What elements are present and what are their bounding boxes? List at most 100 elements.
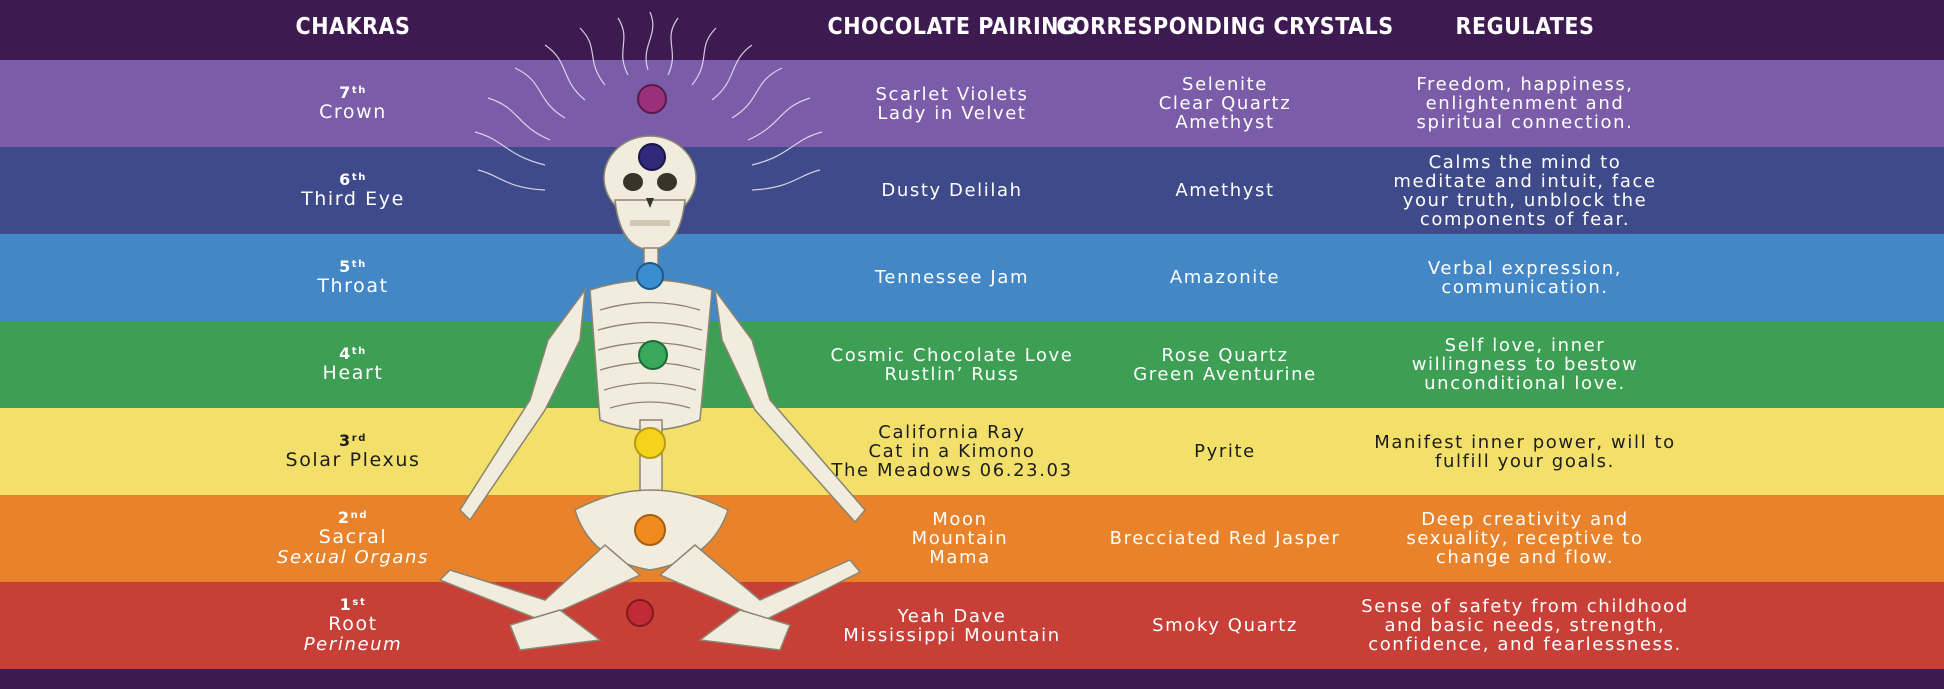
chocolate-name: Tennessee Jam [874,267,1030,288]
regulates-text: enlightenment and [1425,93,1625,114]
crystal-name: Smoky Quartz [1152,615,1298,636]
chocolate-name: Yeah Dave [897,605,1007,627]
chakra-number-suffix: th [351,346,367,357]
regulates-text: Verbal expression, [1427,257,1623,279]
chakra-roses [626,84,668,627]
chakra-number-suffix: th [351,259,367,270]
regulates-text: fulfill your goals. [1435,450,1615,472]
chakra-name: Heart [322,362,384,384]
chakra-name: Throat [317,275,389,297]
crystal-name: Amazonite [1169,267,1281,288]
skull-features [623,173,677,226]
chakra-body-area: Perineum [303,634,403,655]
crystal-name: Clear Quartz [1158,93,1292,114]
crystal-name: Amethyst [1175,112,1275,133]
regulates-cell: Verbal expression,communication. [1428,234,1622,321]
header-chakras: CHAKRAS [295,14,411,40]
chocolate-name: Rustlin’ Russ [884,363,1020,385]
crystal-name: Amethyst [1175,180,1275,201]
crystal-name: Green Aventurine [1133,363,1317,385]
chakra-number-value: 7 [339,83,352,102]
chakra-number-suffix: rd [351,433,368,444]
chocolate-name: Dusty Delilah [881,180,1023,201]
chakra-number-value: 5 [339,257,352,276]
chakra-number: 4th [339,345,367,363]
chocolate-pairing-cell: Dusty Delilah [881,147,1022,234]
chocolate-name: Cat in a Kimono [868,441,1036,462]
chakra-name: Third Eye [301,188,405,210]
chocolate-name: Mama [929,547,991,568]
regulates-text: sexuality, receptive to [1406,528,1644,549]
header-corresponding-crystals: CORRESPONDING CRYSTALS [1056,14,1394,40]
chakra-number: 7th [339,84,367,102]
regulates-text: Deep creativity and [1421,509,1629,530]
regulates-text: Sense of safety from childhood [1361,596,1689,617]
chakra-number-value: 2 [337,508,351,527]
chocolate-name: Moon [932,509,988,530]
regulates-text: Freedom, happiness, [1416,74,1634,95]
regulates-text: Calms the mind to [1428,151,1622,173]
crystals-cell: Amethyst [1175,147,1274,234]
chakra-body-area: Sexual Organs [277,547,429,568]
crystal-name: Brecciated Red Jasper [1109,528,1341,549]
chocolate-name: Mountain [911,528,1009,549]
chocolate-name: Mississippi Mountain [843,624,1061,646]
crystal-name: Rose Quartz [1161,344,1289,366]
regulates-text: willingness to bestow [1411,354,1639,375]
header-row: CHAKRAS CHOCOLATE PAIRING CORRESPONDING … [0,0,1944,60]
skeleton-body [438,135,866,651]
chakra-number: 5th [339,258,367,276]
chakra-number-value: 4 [339,344,352,363]
regulates-text: and basic needs, strength, [1384,615,1666,636]
regulates-text: your truth, unblock the [1402,189,1648,211]
chocolate-name: Cosmic Chocolate Love [830,344,1074,366]
chakra-name: Solar Plexus [285,449,421,471]
chakra-number-value: 3 [338,431,352,450]
crystals-cell: Pyrite [1194,408,1256,495]
crystals-cell: Amazonite [1170,234,1280,321]
chakra-name: Sacral [318,526,388,548]
regulates-text: communication. [1441,276,1609,298]
chakra-number-value: 1 [339,595,353,614]
chakra-number-value: 6 [339,170,352,189]
chakra-number: 3rd [339,432,367,450]
crystal-name: Selenite [1182,74,1268,95]
regulates-text: Self love, inner [1444,335,1606,356]
crystal-name: Pyrite [1194,441,1256,462]
regulates-text: Manifest inner power, will to [1374,431,1676,453]
chocolate-name: Lady in Velvet [877,102,1027,124]
regulates-text: unconditional love. [1424,373,1626,394]
regulates-text: confidence, and fearlessness. [1368,634,1682,655]
chakra-number-suffix: th [351,172,367,183]
chakra-number: 6th [339,171,367,189]
crystals-cell: Brecciated Red Jasper [1110,495,1341,582]
chakra-number-suffix: th [351,85,367,96]
chakra-number-suffix: nd [350,510,369,521]
header-regulates: REGULATES [1455,14,1595,40]
regulates-text: spiritual connection. [1416,112,1634,133]
